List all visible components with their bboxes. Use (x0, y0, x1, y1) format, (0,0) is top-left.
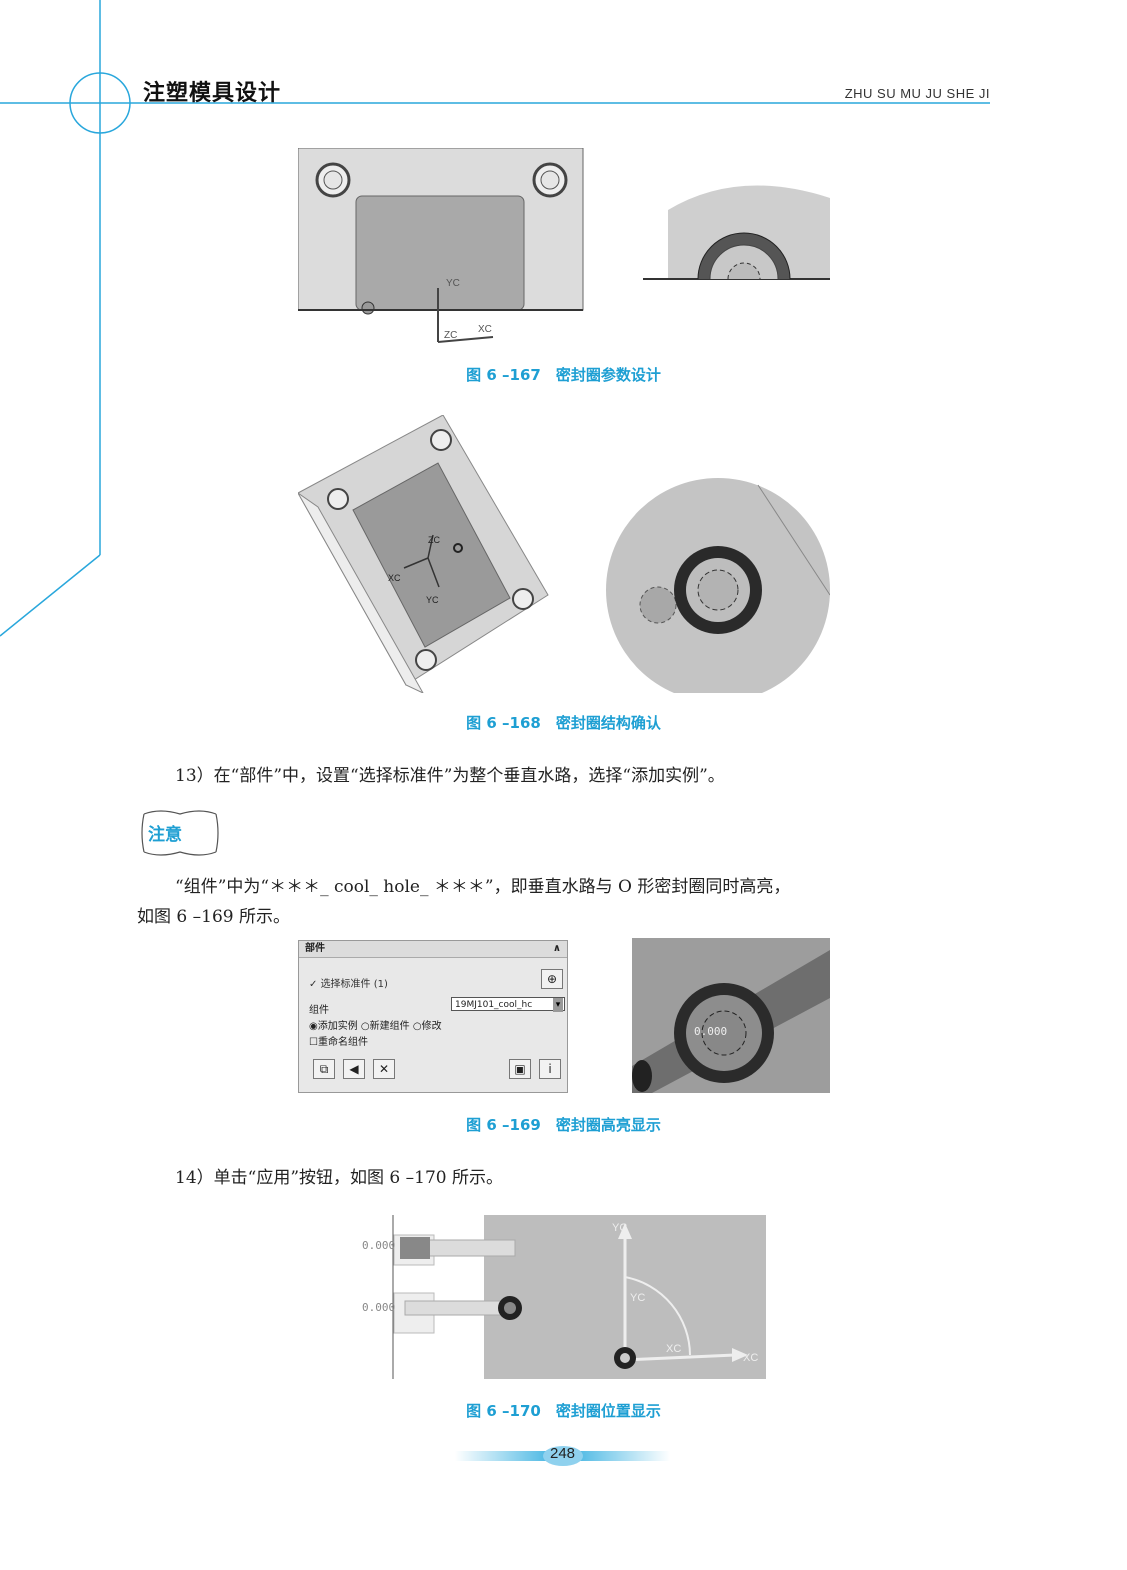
f168-yc-label: YC (426, 595, 439, 605)
figure-6-167: YC ZC XC (298, 148, 830, 348)
figure-6-167-caption: 图 6 –167 密封圈参数设计 (466, 366, 661, 384)
step-13: 13）在“部件”中，设置“选择标准件”为整个垂直水路，选择“添加实例”。 (175, 766, 725, 786)
toolbar-part-icon[interactable]: ⧉ (313, 1059, 335, 1079)
radio-new-component[interactable]: ○新建组件 (360, 1021, 410, 1032)
figure-6-169-highlight: 0.000 (632, 938, 830, 1093)
select-std-row[interactable]: ✓ 选择标准件 (1) (309, 979, 388, 990)
f167-xc-label: XC (478, 324, 492, 335)
header-title: 注塑模具设计 (143, 81, 282, 106)
f167-zc-label: ZC (444, 330, 457, 341)
f167-yc-label: YC (446, 278, 460, 289)
dropdown-arrow-icon: ▾ (553, 998, 563, 1012)
f170-value-2: 0.000 (362, 1301, 395, 1314)
component-label: 组件 (309, 1005, 329, 1016)
note-line-2: 如图 6 –169 所示。 (137, 907, 290, 927)
f169-overlay-value: 0.000 (694, 1025, 727, 1038)
f168-xc-label: XC (388, 573, 401, 583)
figure-6-168-caption: 图 6 –168 密封圈结构确认 (466, 714, 661, 732)
component-select[interactable]: 19MJ101_cool_hc▾ (451, 997, 565, 1012)
rename-checkbox[interactable]: ☐重命名组件 (309, 1037, 368, 1048)
radio-group: ◉添加实例 ○新建组件 ○修改 (309, 1017, 442, 1032)
toolbar-view-icon[interactable]: ▣ (509, 1059, 531, 1079)
note-line-1: “组件”中为“＊＊＊_ cool_ hole_ ＊＊＊”，即垂直水路与 O 形密… (175, 877, 791, 897)
info-icon[interactable]: i (539, 1059, 561, 1079)
collapse-icon[interactable]: ∧ (552, 943, 561, 954)
f170-value-1: 0.000 (362, 1239, 395, 1252)
note-badge-icon (141, 810, 219, 856)
crosshair-button[interactable]: ⊕ (541, 969, 563, 989)
radio-add-instance[interactable]: ◉添加实例 (309, 1021, 358, 1032)
figure-6-170-caption: 图 6 –170 密封圈位置显示 (466, 1402, 661, 1420)
page-number-bar (455, 1446, 670, 1466)
f170-yc-label: YC (612, 1222, 627, 1234)
toolbar-delete-icon[interactable]: ✕ (373, 1059, 395, 1079)
part-dialog: 部件 ∧ ✓ 选择标准件 (1) ⊕ 组件 19MJ101_cool_hc▾ ◉… (298, 940, 568, 1093)
note-label: 注意 (148, 825, 182, 845)
dialog-title: 部件 ∧ (299, 941, 567, 958)
figure-6-170: 0.000 0.000 YC YC XC XC (360, 1215, 766, 1379)
f168-zc-label: ZC (428, 535, 440, 545)
figure-6-169-caption: 图 6 –169 密封圈高亮显示 (466, 1116, 661, 1134)
radio-modify[interactable]: ○修改 (412, 1021, 442, 1032)
f170-xc-label-2: XC (743, 1352, 758, 1364)
header-decoration (0, 0, 990, 637)
f170-yc-label-2: YC (630, 1292, 645, 1304)
toolbar-arrow-icon[interactable]: ◀ (343, 1059, 365, 1079)
f170-xc-label: XC (666, 1343, 681, 1355)
header-pinyin: ZHU SU MU JU SHE JI (844, 86, 990, 101)
step-14: 14）单击“应用”按钮，如图 6 –170 所示。 (175, 1168, 503, 1188)
figure-6-168: ZC XC YC (298, 415, 830, 693)
page-number: 248 (550, 1445, 576, 1462)
